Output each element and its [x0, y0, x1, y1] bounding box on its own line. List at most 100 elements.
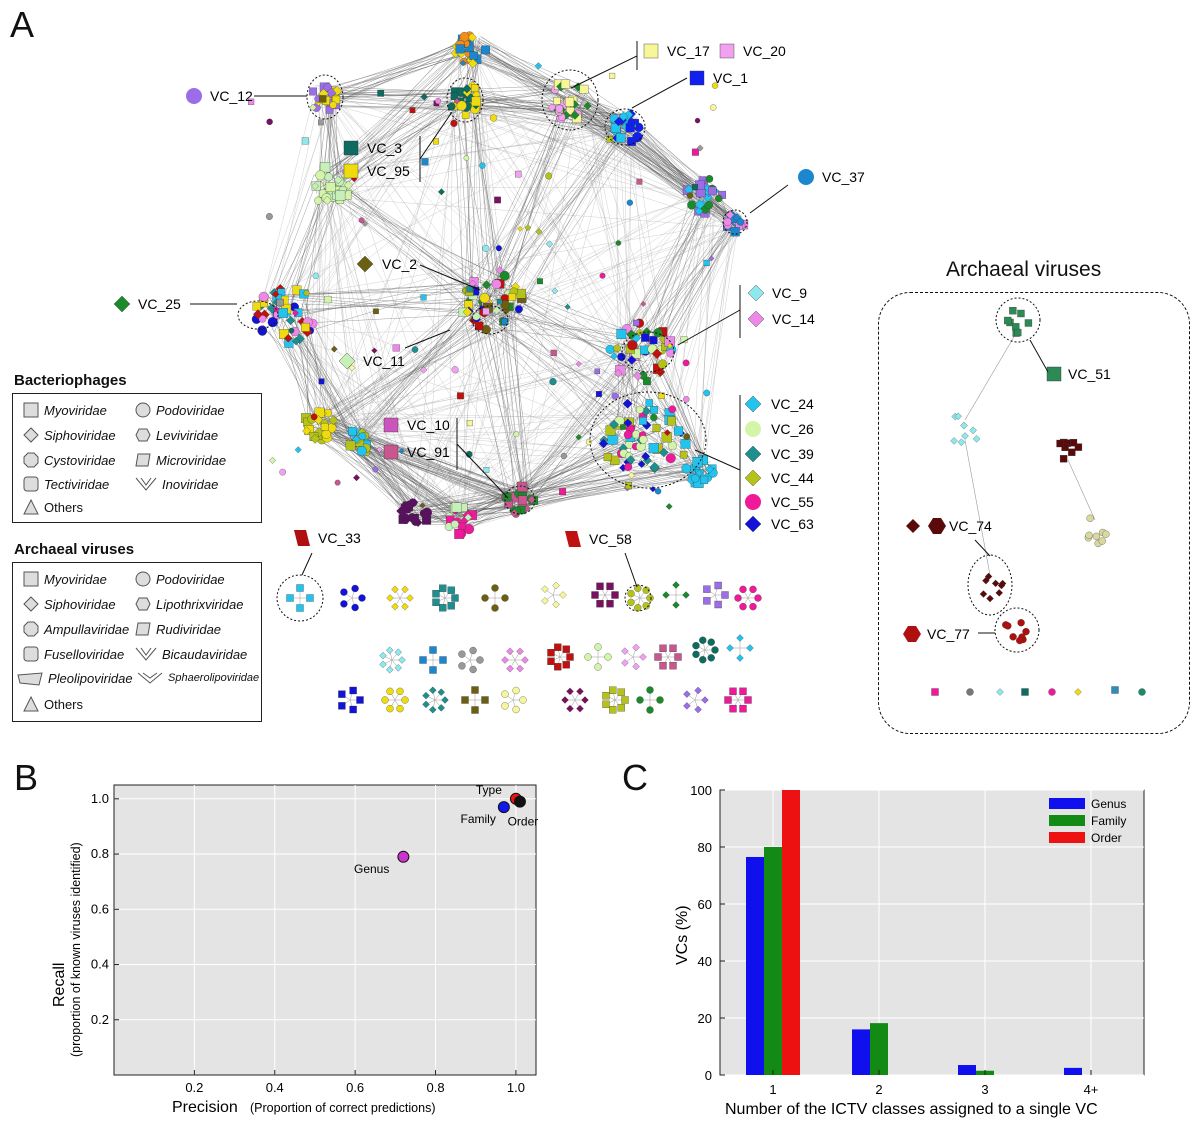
network-edge [361, 430, 517, 502]
network-node [545, 240, 554, 248]
network-edge [319, 91, 568, 418]
network-edge [484, 316, 525, 497]
network-edge [354, 431, 520, 506]
legend-arch-sphaerolipoviridae: Sphaerolipoviridae [137, 671, 259, 685]
network-node [519, 696, 527, 704]
network-edge [299, 334, 356, 435]
network-edge [354, 443, 408, 518]
network-edge [320, 413, 648, 421]
network-edge [455, 319, 479, 524]
network-node [627, 598, 635, 606]
network-node [422, 507, 432, 518]
vc-highlight-ellipse [967, 554, 1013, 616]
network-node [591, 591, 599, 599]
network-edge [480, 136, 636, 296]
network-node [672, 581, 680, 589]
network-node [386, 687, 394, 695]
vc-marker-vc-63 [744, 515, 762, 533]
network-node [708, 186, 717, 196]
network-edge [407, 358, 660, 513]
network-edge [409, 487, 515, 512]
network-edge [454, 89, 617, 355]
network-node [960, 421, 968, 430]
vc-label-vc-24: VC_24 [771, 396, 814, 412]
network-edge [514, 356, 627, 503]
network-edge [464, 321, 514, 509]
network-node [683, 433, 691, 440]
network-node [704, 201, 713, 210]
network-node [711, 646, 719, 654]
network-node [441, 696, 449, 704]
network-node [325, 105, 334, 114]
network-edge [323, 353, 617, 431]
network-edge [407, 125, 629, 505]
vc-marker-vc-44 [744, 469, 762, 487]
network-node [707, 638, 715, 646]
x-axis-label-c: Number of the ICTV classes assigned to a… [725, 1101, 1098, 1118]
network-edge [502, 100, 562, 319]
network-node [518, 495, 528, 505]
network-node [515, 170, 522, 178]
network-node [379, 651, 387, 660]
network-node [694, 705, 702, 714]
network-node [653, 328, 663, 338]
network-node [691, 474, 700, 483]
network-node [625, 482, 633, 490]
network-edge [318, 175, 649, 372]
network-node [711, 82, 719, 89]
network-edge [355, 430, 623, 434]
network-node [754, 594, 762, 602]
network-node [318, 119, 324, 126]
callout-line [694, 449, 741, 471]
vc-highlight-ellipse [589, 391, 707, 489]
network-edge [468, 124, 616, 276]
network-node [411, 346, 419, 353]
network-node [516, 664, 524, 673]
network-edge [658, 214, 729, 325]
x-tick-label: 0.2 [185, 1080, 203, 1095]
network-edge [477, 41, 584, 86]
network-edge [514, 117, 618, 325]
network-node [564, 303, 571, 310]
network-node [462, 84, 472, 94]
network-node [611, 591, 619, 599]
network-edge [359, 321, 489, 438]
bar-family-1 [764, 847, 782, 1075]
network-node [481, 45, 490, 55]
network-node [692, 457, 703, 468]
network-node [324, 295, 332, 304]
network-edge [460, 133, 617, 530]
network-edge [457, 220, 730, 513]
network-edge [476, 88, 583, 316]
network-edge [288, 293, 529, 512]
x-tick-label: 2 [875, 1082, 882, 1097]
y-tick-label: 0.2 [91, 1012, 109, 1027]
network-node [340, 600, 348, 608]
network-node [646, 686, 654, 694]
network-node [729, 705, 737, 713]
bacteriophages-legend-title: Bacteriophages [14, 372, 127, 389]
network-node [506, 664, 514, 673]
network-node [408, 498, 418, 508]
network-node [301, 137, 309, 145]
network-edge [264, 222, 730, 302]
network-node [726, 644, 734, 652]
vc-label-vc-55: VC_55 [771, 494, 814, 510]
network-edge [473, 46, 627, 125]
network-node [496, 299, 503, 305]
network-node [356, 445, 367, 456]
network-node [276, 298, 284, 307]
network-node [516, 288, 526, 299]
network-edge [326, 95, 462, 170]
network-node [609, 706, 617, 714]
network-node [551, 287, 559, 295]
network-edge [493, 294, 698, 478]
y-tick-label: 80 [698, 840, 712, 855]
network-node [279, 468, 286, 476]
network-edge [459, 104, 625, 115]
legend-podoviridae: Podoviridae [135, 402, 225, 418]
network-edge [515, 372, 632, 497]
